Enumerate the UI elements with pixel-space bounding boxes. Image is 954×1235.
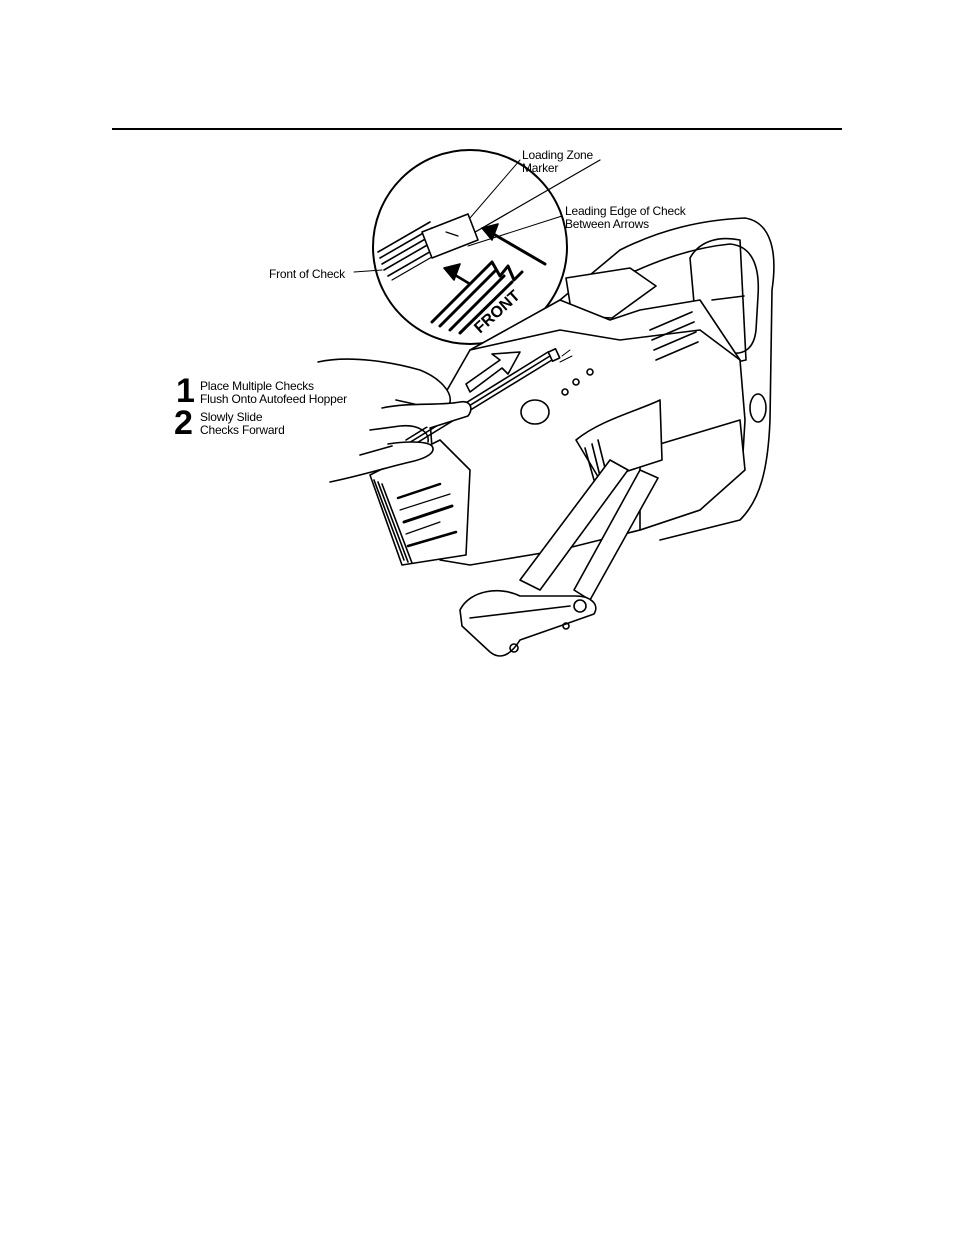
leading-edge-label: Leading Edge of Check Between Arrows: [565, 205, 686, 231]
loading-zone-label: Loading Zone Marker: [522, 149, 593, 175]
header-rule: [112, 128, 842, 130]
loading-zone-line2: Marker: [522, 161, 559, 175]
leader-loading-zone: [469, 159, 521, 219]
hand: [317, 358, 472, 483]
detail-magnifier: [372, 149, 601, 345]
step-1-line2: Flush Onto Autofeed Hopper: [200, 392, 347, 406]
step-2-number: 2: [174, 404, 193, 442]
scanner-illustration: FRONT: [317, 149, 775, 657]
device-marker: [547, 347, 573, 363]
leading-edge-line2: Between Arrows: [565, 217, 649, 231]
output-tray-arm: [459, 459, 659, 657]
step-1-text: Place Multiple Checks Flush Onto Autofee…: [200, 380, 347, 406]
step-1-line1: Place Multiple Checks: [200, 379, 314, 393]
front-of-check-label: Front of Check: [269, 267, 345, 281]
leader-leading-edge: [467, 215, 563, 247]
loading-zone-line1: Loading Zone: [522, 148, 593, 162]
push-arrow: [465, 351, 521, 393]
leader-front-check: [353, 269, 383, 273]
step-2-line2: Checks Forward: [200, 423, 285, 437]
step-2-line1: Slowly Slide: [200, 410, 263, 424]
step-2-text: Slowly Slide Checks Forward: [200, 411, 285, 437]
leading-edge-line1: Leading Edge of Check: [565, 204, 686, 218]
step-1-number: 1: [176, 372, 195, 410]
